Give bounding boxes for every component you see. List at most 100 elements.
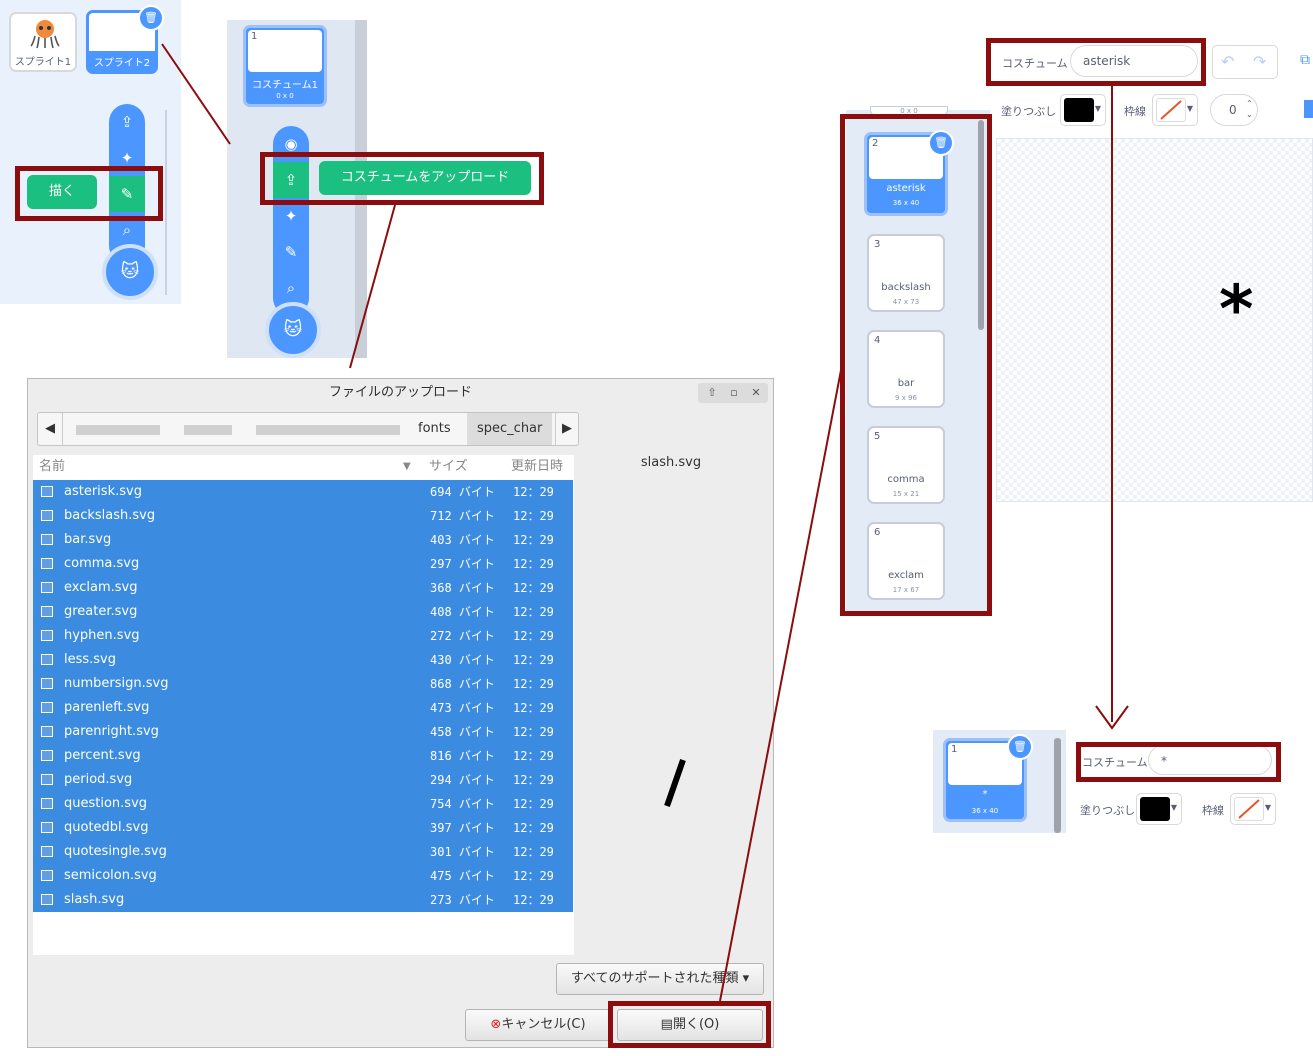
file-size: 301 バイト [430, 845, 495, 859]
stepper-icon[interactable]: ⌃⌄ [1246, 99, 1253, 119]
brush-icon[interactable]: ✎ [109, 176, 145, 212]
delete-costume-icon[interactable]: 🗑 [1007, 734, 1033, 760]
mode-toggle[interactable] [1304, 100, 1313, 118]
costume-add-menu: ◉ ⇪ ✦ ✎ ⌕ [273, 126, 309, 316]
fill-color-picker[interactable]: ▼ [1136, 793, 1182, 825]
image-file-icon [41, 846, 53, 857]
image-file-icon [41, 582, 53, 593]
camera-icon[interactable]: ◉ [284, 135, 298, 153]
file-name: comma.svg [64, 556, 140, 571]
redo-icon[interactable]: ↷ [1253, 52, 1267, 71]
connector-line [719, 364, 843, 1002]
file-time: 12：29 [513, 533, 554, 547]
delete-sprite-icon[interactable]: 🗑 [138, 5, 164, 31]
costume-number: 1 [251, 31, 258, 42]
grouping-icon[interactable]: ⧉ [1300, 52, 1310, 68]
file-size: 294 バイト [430, 773, 495, 787]
costume-name: exclam [888, 570, 924, 581]
column-header-modified[interactable]: 更新日時 [511, 459, 564, 474]
path-segment-spec-char[interactable]: spec_char [467, 413, 553, 445]
highlight-box [260, 152, 544, 205]
file-size: 694 バイト [430, 485, 495, 499]
costume-thumbnail-image [248, 30, 322, 72]
fill-label: 塗りつぶし [1080, 804, 1136, 817]
search-icon[interactable]: ⌕ [122, 221, 132, 239]
sort-desc-icon[interactable]: ▼ [403, 461, 411, 472]
column-header-size[interactable]: サイズ [429, 459, 468, 474]
minimize-icon[interactable]: ⇧ [707, 386, 717, 399]
delete-costume-icon[interactable]: 🗑 [928, 130, 954, 156]
file-type-filter[interactable]: すべてのサポートされた種類 ▾ [556, 963, 764, 995]
file-time: 12：29 [513, 485, 554, 499]
highlight-box [1076, 742, 1281, 782]
file-size: 473 バイト [430, 701, 495, 715]
file-size: 754 バイト [430, 797, 495, 811]
file-time: 12：29 [513, 749, 554, 763]
open-button[interactable]: ▤開く(O) [617, 1009, 763, 1041]
file-size: 273 バイト [430, 893, 495, 907]
sparkle-icon[interactable]: ✦ [120, 149, 134, 167]
path-segment-fonts[interactable]: fonts [418, 421, 451, 436]
sprite-thumb-1[interactable]: スプライト1 [9, 12, 77, 72]
outline-color-picker[interactable]: ▼ [1230, 793, 1276, 825]
brush-icon[interactable]: ✎ [284, 243, 298, 261]
costume-size: 9 x 96 [895, 394, 917, 402]
file-time: 12：29 [513, 701, 554, 715]
column-header-name[interactable]: 名前 [39, 459, 66, 474]
image-file-icon [41, 702, 53, 713]
chevron-down-icon: ▾ [742, 971, 750, 986]
close-icon[interactable]: ✕ [751, 386, 761, 399]
upload-icon[interactable]: ⇪ [120, 113, 134, 131]
scrollbar[interactable] [1054, 738, 1061, 833]
outline-color-picker[interactable]: ▼ [1152, 94, 1198, 126]
costume-size: 17 x 67 [892, 586, 920, 594]
costume-name: bar [897, 378, 915, 389]
file-time: 12：29 [513, 581, 554, 595]
costume-number: 4 [874, 335, 881, 346]
cancel-button[interactable]: ⊗キャンセル(C) [465, 1009, 611, 1041]
connector-line [161, 43, 231, 145]
image-file-icon [41, 606, 53, 617]
sprite-label: スプライト2 [93, 58, 151, 69]
costume-thumb-4[interactable]: 4 bar 9 x 96 [867, 330, 945, 408]
fill-color-picker[interactable]: ▼ [1060, 94, 1106, 126]
upload-icon[interactable]: ⇪ [273, 162, 309, 198]
costume-name-input[interactable]: asterisk [1070, 45, 1198, 77]
sparkle-icon[interactable]: ✦ [284, 207, 298, 225]
cat-add-icon[interactable]: 🐱 [265, 302, 321, 358]
cat-add-icon[interactable]: 🐱 [102, 244, 158, 300]
path-back-icon[interactable]: ◀ [38, 413, 63, 445]
file-upload-dialog: ファイルのアップロード ⇧ ▫ ✕ ◀ fonts spec_char ▶ 名前… [27, 378, 774, 1048]
scrollbar[interactable] [978, 120, 984, 330]
undo-icon[interactable]: ↶ [1221, 52, 1235, 71]
search-icon[interactable]: ⌕ [286, 279, 296, 297]
path-forward-icon[interactable]: ▶ [555, 413, 578, 445]
outline-width-input[interactable]: 0 ⌃⌄ [1210, 94, 1258, 126]
maximize-icon[interactable]: ▫ [730, 386, 738, 399]
file-name: period.svg [64, 772, 133, 787]
costume-thumb-1[interactable]: 1 コスチューム1 0 x 0 [243, 25, 327, 107]
costume-name-input[interactable]: * [1148, 745, 1272, 775]
